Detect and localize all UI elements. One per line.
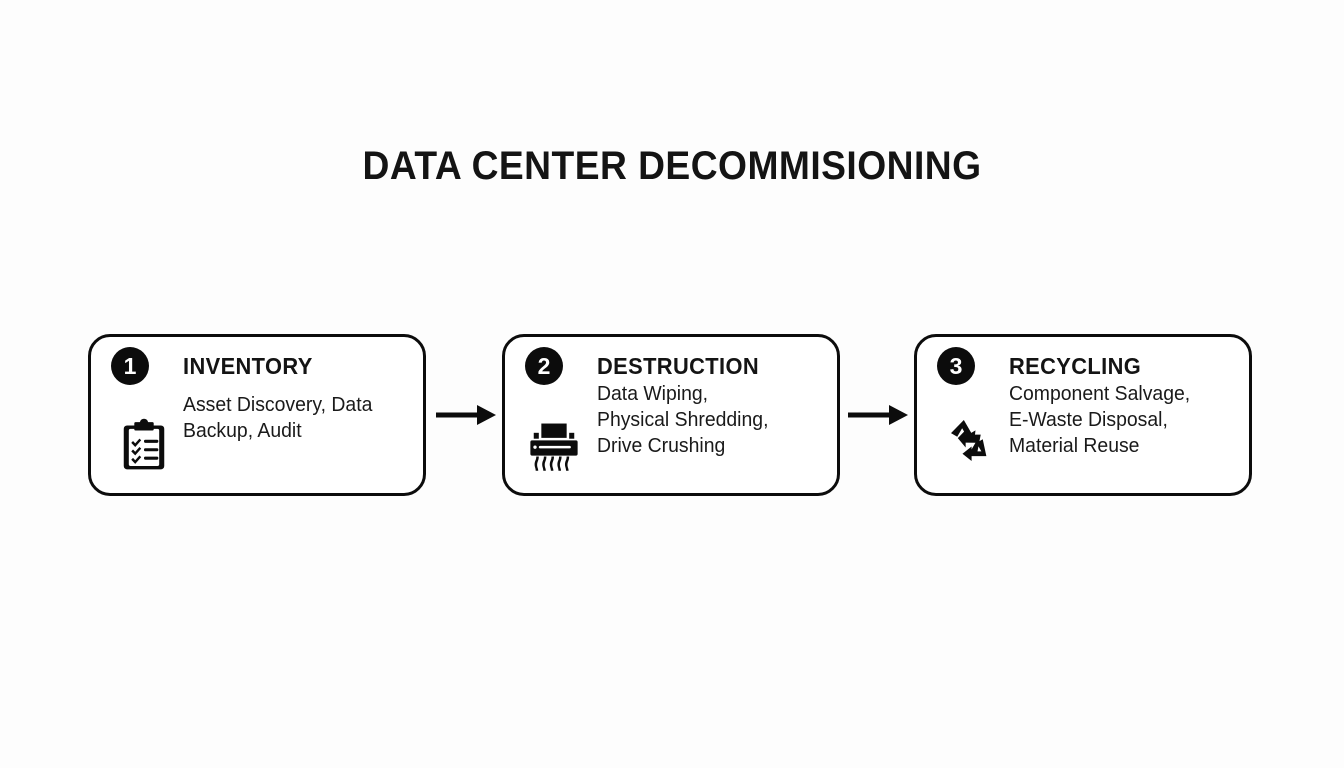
clipboard-checklist-icon [117,417,171,471]
recycle-icon [937,417,991,471]
step-description: Data Wiping, Physical Shredding, Drive C… [597,383,769,457]
step-description: Asset Discovery, Data Backup, Audit [183,394,373,442]
step-card-destruction[interactable]: 2 DESTRUCTION Data Wiping, Physical Shre… [502,334,840,496]
step-number-badge: 1 [111,347,149,385]
page-title: DATA CENTER DECOMMISIONING [362,144,982,188]
right-arrow-icon [848,402,910,428]
step-card-inventory[interactable]: 1 INVENTORY Asset Discovery, Data Backup… [88,334,426,496]
step-number-badge: 2 [525,347,563,385]
step-title: DESTRUCTION [597,353,759,379]
step-number-badge: 3 [937,347,975,385]
step-card-recycling[interactable]: 3 RECYCLING Component Salvage, E-Waste D… [914,334,1252,496]
step-title: RECYCLING [1009,353,1142,379]
step-title: INVENTORY [183,353,313,379]
step-description: Component Salvage, E-Waste Disposal, Mat… [1009,383,1191,457]
right-arrow-icon [436,402,498,428]
process-flow: 1 INVENTORY Asset Discovery, Data Backup… [88,334,1254,496]
paper-shredder-icon [527,421,581,475]
